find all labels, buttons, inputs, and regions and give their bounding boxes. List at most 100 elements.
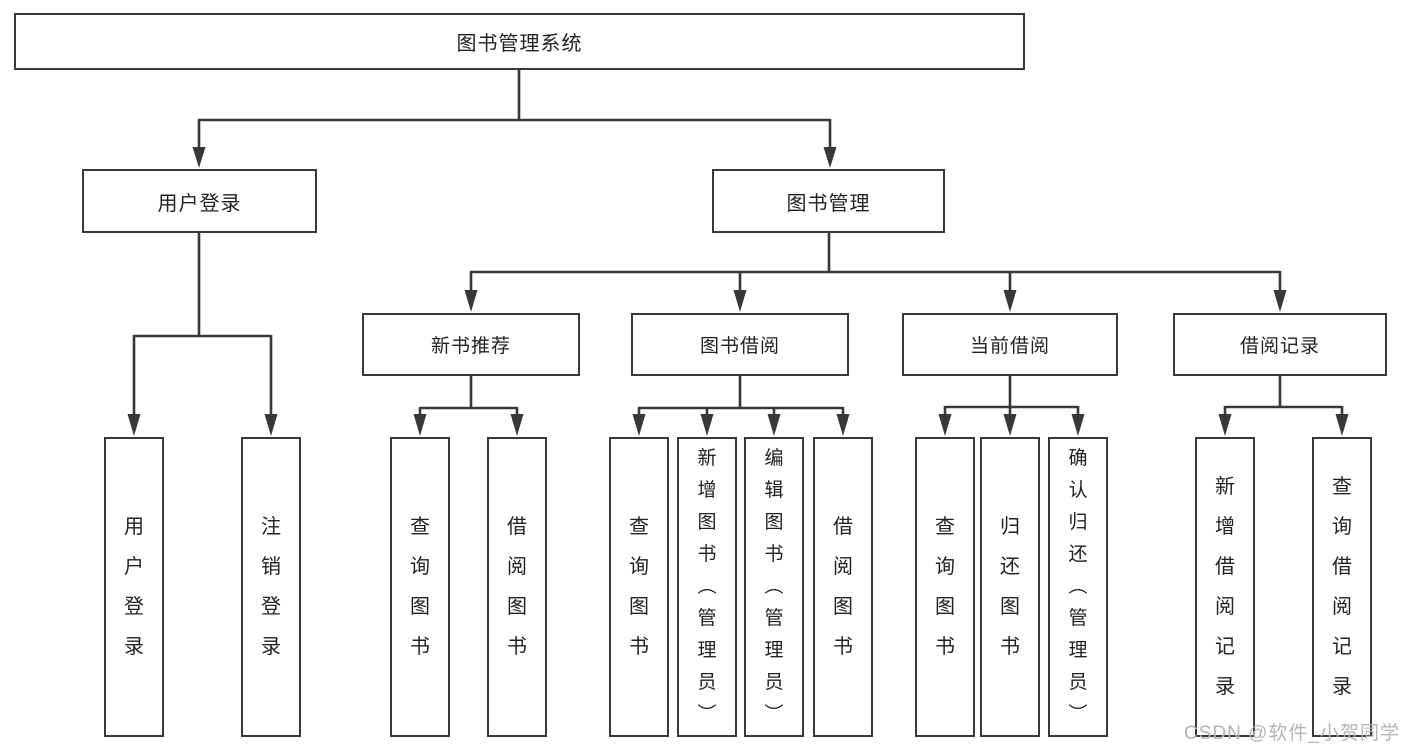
leaf-label-char: 书 (410, 636, 430, 658)
arrowhead (1003, 414, 1017, 436)
leaf-label-char: 注 (261, 516, 281, 538)
arrowhead (767, 414, 781, 436)
leaf-label-char: 户 (124, 556, 144, 578)
leaf-label-char: 理 (1068, 640, 1088, 661)
leaf-label-char: 图 (697, 512, 717, 533)
leaf-label-char: 询 (935, 556, 955, 578)
connector-new-book-recommend-children (413, 376, 524, 436)
node-label: 新书推荐 (430, 336, 511, 357)
leaf-label-char: 书 (764, 544, 784, 565)
leaf-label-char: ︵ (697, 576, 717, 597)
leaf-label-char: 书 (935, 636, 955, 658)
leaf-label-char: 图 (1000, 596, 1020, 618)
leaf-label-char: 销 (261, 556, 281, 578)
leaf-label-char: ︶ (1068, 704, 1088, 725)
leaf-label-char: 询 (410, 556, 430, 578)
leaf-label-char: 员 (697, 672, 717, 693)
arrowhead (700, 414, 714, 436)
leaf-label-char: 确 (1068, 448, 1088, 469)
leaf-label-char: 阅 (1215, 596, 1235, 618)
leaf-label-char: ︵ (764, 576, 784, 597)
node-label: 用户登录 (157, 192, 242, 215)
leaf-label-char: 借 (1332, 556, 1352, 578)
leaf-label-char: 查 (935, 516, 955, 538)
leaf-label-char: 理 (697, 640, 717, 661)
leaf-borrow-books: 借阅图书 (813, 437, 873, 737)
leaf-query-books-current: 查询图书 (915, 437, 975, 737)
leaf-label-char: 阅 (507, 556, 527, 578)
arrowhead (836, 414, 850, 436)
arrowhead (1003, 290, 1017, 312)
leaf-label-char: 查 (629, 516, 649, 538)
arrowhead (510, 414, 524, 436)
connector-book-borrow-children (632, 376, 850, 436)
leaf-label-char: 询 (1332, 516, 1352, 538)
leaf-borrow-books-recommend: 借阅图书 (487, 437, 547, 737)
leaf-label-char: 借 (507, 516, 527, 538)
node-label: 当前借阅 (969, 336, 1050, 357)
leaf-label-char: 管 (764, 608, 784, 629)
leaf-label-char: 图 (507, 596, 527, 618)
leaf-label-char: 管 (1068, 608, 1088, 629)
leaf-label-char: 图 (833, 596, 853, 618)
leaf-query-borrow-record: 查询借阅记录 (1312, 437, 1372, 737)
arrowhead (823, 147, 837, 168)
arrowhead (1071, 414, 1085, 436)
leaf-label-char: 录 (261, 636, 281, 658)
arrowhead (1273, 290, 1287, 312)
leaf-label-char: 登 (261, 596, 281, 618)
node-library-management-system: 图书管理系统 (14, 13, 1025, 70)
node-label: 图书管理系统 (456, 33, 583, 55)
leaf-label-char: 借 (833, 516, 853, 538)
leaf-label-char: ︵ (1068, 576, 1088, 597)
leaf-label-char: 登 (124, 596, 144, 618)
node-user-login: 用户登录 (82, 169, 317, 233)
arrowhead (413, 414, 427, 436)
leaf-query-books-borrow: 查询图书 (609, 437, 669, 737)
leaf-label-char: 还 (1068, 544, 1088, 565)
connector-root-to-level1 (192, 70, 837, 168)
leaf-label-char: 图 (410, 596, 430, 618)
leaf-label-char: 记 (1332, 636, 1352, 658)
leaf-label-char: 新 (1215, 476, 1235, 498)
node-book-management: 图书管理 (712, 169, 945, 233)
leaf-label-char: 书 (833, 636, 853, 658)
leaf-label-char: 录 (1215, 676, 1235, 698)
leaf-label-char: 录 (124, 636, 144, 658)
leaf-label-char: 辑 (764, 480, 784, 501)
node-label: 图书借阅 (699, 336, 780, 357)
leaf-label-char: 图 (629, 596, 649, 618)
leaf-label-char: 记 (1215, 636, 1235, 658)
leaf-label-char: 书 (697, 544, 717, 565)
leaf-add-book-admin: 新增图书︵管理员︶ (677, 437, 737, 737)
leaf-label-char: 书 (629, 636, 649, 658)
leaf-label-char: 借 (1215, 556, 1235, 578)
leaf-label-char: ︶ (764, 704, 784, 725)
leaf-confirm-return-admin: 确认归还︵管理员︶ (1048, 437, 1108, 737)
leaf-label-char: 增 (697, 480, 717, 501)
leaf-label-char: 理 (764, 640, 784, 661)
leaf-user-login: 用户登录 (104, 437, 164, 737)
arrowhead (1335, 414, 1349, 436)
csdn-watermark: CSDN @软件_小贺同学 (1184, 723, 1400, 744)
leaf-label-char: 还 (1000, 556, 1020, 578)
leaf-label-char: 增 (1215, 516, 1235, 538)
leaf-label-char: 归 (1000, 516, 1020, 538)
leaf-label-char: 询 (629, 556, 649, 578)
leaf-label-char: 图 (764, 512, 784, 533)
leaf-label-char: 录 (1332, 676, 1352, 698)
leaf-label-char: 员 (764, 672, 784, 693)
leaf-label-char: 查 (410, 516, 430, 538)
node-current-borrow: 当前借阅 (902, 313, 1118, 376)
leaf-label-char: 管 (697, 608, 717, 629)
leaf-label-char: ︶ (697, 704, 717, 725)
leaf-label-char: 用 (124, 516, 144, 538)
leaf-add-borrow-record: 新增借阅记录 (1195, 437, 1255, 737)
connector-book-management-children (464, 233, 1287, 312)
arrowhead (1218, 414, 1232, 436)
leaf-label-char: 认 (1068, 480, 1088, 501)
arrowhead (464, 290, 478, 312)
node-new-book-recommend: 新书推荐 (362, 313, 580, 376)
node-book-borrow: 图书借阅 (631, 313, 849, 376)
